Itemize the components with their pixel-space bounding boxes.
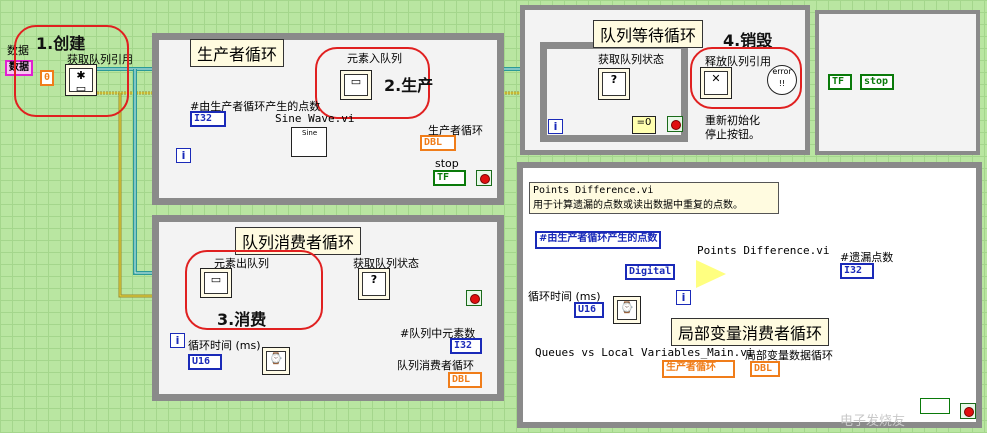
queues-vs-local-label: Queues vs Local Variables_Main.vi (535, 346, 754, 359)
loop-time2-label: 循环时间 (ms) (528, 290, 601, 303)
wait-ms-node[interactable]: ⌚ (262, 347, 290, 375)
points-diff-node[interactable] (696, 260, 726, 288)
status-icon: ? (602, 72, 626, 96)
clock2-icon: ⌚ (617, 300, 637, 320)
consumer-stop-condition[interactable] (466, 290, 482, 306)
queue-icon: ✱▭ (69, 68, 93, 95)
obtain-queue-node[interactable]: ✱▭ (65, 64, 97, 96)
watermark: 电子发烧友 (840, 414, 906, 429)
clock-icon: ⌚ (266, 351, 286, 371)
points-by-producer-terminal[interactable]: I32 (190, 111, 226, 127)
wait-stop-condition[interactable] (667, 116, 683, 132)
loop-time-label: 循环时间 (ms) (188, 339, 261, 352)
reset-note-line1: 重新初始化 (705, 114, 760, 127)
elements-in-queue-label: #队列中元素数 (400, 327, 476, 340)
get-status-label: 获取队列状态 (598, 53, 664, 66)
sine-wave-label: Sine Wave.vi (275, 112, 355, 125)
get-status2-node[interactable]: ? (358, 268, 390, 300)
points-diff-comment-line1: Points Difference.vi (533, 185, 654, 196)
consumer-iteration: i (170, 333, 185, 348)
producer-loop-out-label: 生产者循环 (428, 124, 483, 137)
elements-in-queue-terminal[interactable]: I32 (450, 338, 482, 354)
producer-local-variable[interactable]: 生产者循环 (662, 360, 735, 378)
step-create: 1.创建 (36, 34, 86, 53)
reset-note-line2: 停止按钮。 (705, 128, 760, 141)
points-diff-vi-label: Points Difference.vi (697, 244, 830, 257)
release-queue-label: 释放队列引用 (705, 55, 771, 68)
zero-constant[interactable]: 0 (40, 70, 54, 86)
enqueue-icon: ▭ (344, 74, 368, 96)
sine-icon-label: Sine (302, 129, 318, 137)
get-status-node[interactable]: ? (598, 68, 630, 100)
data-constant[interactable]: 数据 (5, 60, 33, 76)
create-annotation (14, 25, 129, 117)
local-var-iteration: i (676, 290, 691, 305)
stop-local-variable[interactable]: stop (860, 74, 894, 90)
points-diff-comment: Points Difference.vi 用于计算遗漏的点数或读出数据中重复的点… (529, 182, 779, 214)
points-by-producer2-terminal[interactable]: #由生产者循环产生的点数 (535, 231, 662, 249)
loop-time2-terminal[interactable]: U16 (574, 302, 604, 318)
missed-points-terminal[interactable]: I32 (840, 263, 874, 279)
step-produce: 2.生产 (384, 76, 434, 95)
producer-stop-condition[interactable] (476, 170, 492, 186)
producer-dbl-terminal[interactable]: DBL (420, 135, 456, 151)
stop-local-tf[interactable]: TF (828, 74, 852, 90)
local-stop-indicator (920, 398, 950, 414)
points-diff-comment-line2: 用于计算遗漏的点数或读出数据中重复的点数。 (533, 200, 743, 211)
stop-terminal[interactable]: TF (433, 170, 466, 186)
local-var-dbl-terminal[interactable]: DBL (750, 361, 780, 377)
get-status2-label: 获取队列状态 (353, 257, 419, 270)
enqueue-label: 元素入队列 (347, 52, 402, 65)
points-by-producer-label: #由生产者循环产生的点数 (190, 100, 321, 113)
wait-iteration: i (548, 119, 563, 134)
local-var-loop-title: 局部变量消费者循环 (671, 318, 830, 346)
wait-loop-title: 队列等待循环 (593, 20, 704, 48)
enqueue-node[interactable]: ▭ (340, 70, 372, 100)
dequeue-icon: ▭ (204, 272, 228, 294)
dequeue-node[interactable]: ▭ (200, 268, 232, 298)
obtain-queue-label: 获取队列引用 (67, 53, 133, 66)
stop-label: stop (435, 157, 459, 170)
producer-iteration: i (176, 148, 191, 163)
consumer-dbl-terminal[interactable]: DBL (448, 372, 482, 388)
missed-points-label: #遗漏点数 (840, 251, 894, 264)
destroy-annotation (690, 47, 802, 109)
producer-loop-title: 生产者循环 (190, 39, 285, 67)
sine-wave-node[interactable]: Sine (291, 127, 327, 157)
local-var-data-loop-label: 局部变量数据循环 (745, 349, 833, 362)
step-destroy: 4.销毁 (723, 31, 773, 50)
step-consume: 3.消费 (217, 310, 267, 329)
produce-annotation (315, 47, 430, 119)
digital-terminal[interactable]: Digital (625, 264, 676, 280)
consumer-loop-out-label: 队列消费者循环 (397, 359, 474, 372)
equal-zero-node[interactable]: =0 (632, 116, 656, 134)
local-var-stop-condition[interactable] (960, 403, 976, 419)
consume-annotation (185, 250, 323, 330)
dequeue-label: 元素出队列 (214, 257, 269, 270)
wait-ms2-node[interactable]: ⌚ (613, 296, 641, 324)
data-label: 数据 (7, 44, 29, 57)
loop-time-terminal[interactable]: U16 (188, 354, 222, 370)
status2-icon: ? (362, 272, 386, 296)
